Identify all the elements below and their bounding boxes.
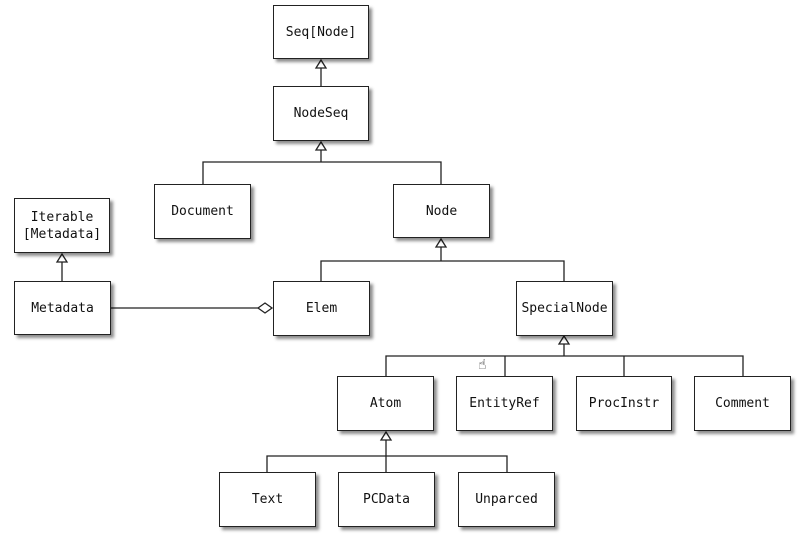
class-label: Metadata [31,300,94,316]
inheritance-arrow-icon [434,237,448,248]
class-procinstr: ProcInstr [576,376,672,431]
class-text: Text [219,472,316,527]
class-label: SpecialNode [521,301,608,316]
inheritance-arrow-icon [379,430,393,441]
class-elem: Elem [273,281,370,336]
edge-document-node-to-nodeseq [202,161,442,184]
edge-specialnode-children-bus [385,355,744,376]
class-label: Node [425,203,458,219]
class-label: Atom [369,396,402,411]
class-pcdata: PCData [338,472,435,527]
inheritance-arrow-icon [55,252,69,263]
class-nodeseq: NodeSeq [273,86,369,141]
class-iterable-metadata: Iterable [Metadata] [14,198,110,253]
class-label: PCData [363,492,410,507]
class-label: Elem [305,301,338,316]
class-label: NodeSeq [293,106,349,121]
class-unparced: Unparced [458,472,555,527]
inheritance-arrow-icon [314,140,328,151]
class-label: EntityRef [469,396,540,411]
class-atom: Atom [337,376,434,431]
class-node: Node [393,184,490,238]
class-seq-node: Seq[Node] [273,5,369,59]
edge-atom-children-bus [266,455,508,472]
edge-elem-specialnode-to-node [320,260,565,281]
class-document: Document [154,184,251,239]
class-metadata: Metadata [14,281,111,335]
class-label: ProcInstr [588,396,660,411]
class-label: Document [171,204,234,219]
class-label: Comment [715,396,770,411]
class-specialnode: SpecialNode [516,281,613,336]
class-label: Seq[Node] [285,24,357,40]
class-label: Text [251,492,284,507]
hand-pointer-icon: ☝ [478,357,487,373]
aggregation-diamond-icon [256,302,274,314]
class-comment: Comment [694,376,791,431]
inheritance-arrow-icon [314,58,328,69]
class-entityref: EntityRef [456,376,553,431]
class-label: Iterable [Metadata] [22,209,102,242]
class-label: Unparced [475,492,538,507]
inheritance-arrow-icon [557,334,571,345]
